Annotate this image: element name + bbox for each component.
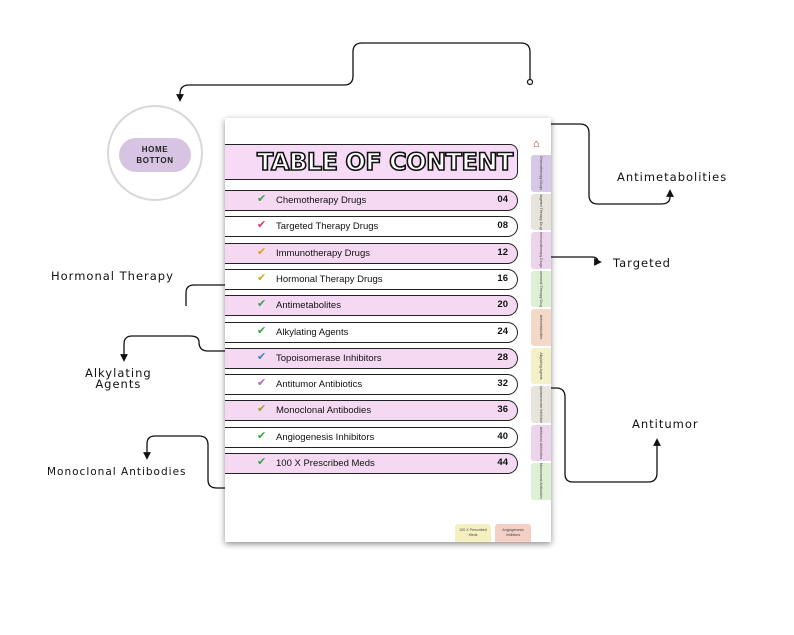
callout-hormonal-therapy: Hormonal Therapy	[51, 269, 174, 283]
toc-row-label: Chemotherapy Drugs	[276, 195, 367, 206]
toc-row[interactable]: ✔ Targeted Therapy Drugs 08	[225, 216, 518, 238]
toc-row-label: Alkylating Agents	[276, 326, 349, 338]
side-tab-label: Monoclonal Antibodies	[539, 463, 543, 500]
toc-row-label: Antitumor Antibiotics	[276, 379, 363, 391]
side-tab[interactable]: Antimetabolites	[531, 309, 551, 346]
side-tab[interactable]: Immunotherapy Drugs	[531, 232, 551, 269]
toc-row-page: 08	[497, 220, 508, 232]
side-tab[interactable]: Hormonal Therapy Drugs	[531, 270, 551, 308]
home-button[interactable]: HOME BOTTON	[119, 138, 191, 172]
toc-row[interactable]: ✔ Immunotherapy Drugs 12	[225, 242, 518, 264]
side-tab[interactable]: Alkylating Agents	[531, 347, 551, 384]
toc-row-page: 24	[497, 325, 508, 337]
side-tab-label: Immunotherapy Drugs	[539, 232, 543, 269]
side-tab[interactable]: Antitumor Antibiotics	[531, 424, 551, 461]
checkmark-icon: ✔	[257, 298, 267, 311]
toc-row-label: Topoisomerase Inhibitors	[276, 352, 382, 364]
toc-row-page: 16	[497, 272, 508, 284]
toc-row[interactable]: ✔ Chemotherapy Drugs 04	[225, 190, 518, 211]
toc-row-label: Antimetabolites	[276, 300, 341, 312]
toc-row-label: 100 X Prescribed Meds	[276, 458, 375, 469]
toc-row-page: 32	[497, 378, 508, 390]
side-tab-label: Targeted Therapy Drugs	[539, 193, 543, 231]
home-button-circle[interactable]: HOME BOTTON	[107, 105, 203, 201]
toc-row-label: Angiogenesis Inhibitors	[276, 431, 375, 443]
callout-antimetabolities: Antimetabolities	[617, 170, 728, 184]
side-tab-label: Topoisomerase Inhibitors	[539, 386, 543, 423]
side-tab[interactable]: Chemotherapy Drugs	[531, 155, 551, 192]
checkmark-icon: ✔	[257, 350, 267, 363]
checkmark-icon: ✔	[257, 219, 267, 232]
bottom-tab[interactable]: Angiogenesis Inhibitors	[495, 524, 531, 542]
checkmark-icon: ✔	[257, 429, 267, 442]
toc-row-page: 04	[497, 194, 508, 205]
toc-row-page: 28	[497, 351, 508, 363]
callout-alkylating-line1: Alkylating	[85, 366, 152, 380]
hormonal-connector	[185, 284, 229, 306]
side-tab[interactable]: Topoisomerase Inhibitors	[531, 386, 551, 423]
callout-alkylating-agents: Alkylating Agents	[85, 366, 152, 391]
toc-row-page: 20	[497, 299, 508, 311]
toc-row-page: 36	[497, 404, 508, 416]
home-connector	[176, 42, 531, 102]
side-tab-label: Antimetabolites	[539, 314, 543, 340]
callout-targeted: Targeted	[613, 256, 671, 270]
checkmark-icon: ✔	[257, 377, 267, 390]
page-title: TABLE OF CONTENT	[256, 147, 514, 177]
title-banner: TABLE OF CONTENT	[225, 144, 518, 180]
toc-row[interactable]: ✔ Hormonal Therapy Drugs 16	[225, 268, 518, 290]
side-tab-label: Chemotherapy Drugs	[539, 156, 543, 191]
side-tab[interactable]: Monoclonal Antibodies	[531, 463, 551, 500]
side-tab-label: Hormonal Therapy Drugs	[539, 270, 543, 308]
toc-row[interactable]: ✔ Antitumor Antibiotics 32	[225, 374, 518, 396]
toc-row-page: 44	[497, 457, 508, 468]
toc-row[interactable]: ✔ Angiogenesis Inhibitors 40	[225, 426, 518, 448]
table-of-content-page: TABLE OF CONTENT ✔ Chemotherapy Drugs 04 ✔ T…	[225, 118, 551, 542]
side-tab-label: Alkylating Agents	[539, 352, 543, 380]
toc-row-page: 40	[497, 430, 508, 442]
toc-row[interactable]: ✔ Alkylating Agents 24	[225, 321, 518, 343]
callout-alkylating-line2: Agents	[95, 377, 142, 391]
toc-row[interactable]: ✔ 100 X Prescribed Meds 44	[225, 453, 518, 474]
toc-row-label: Hormonal Therapy Drugs	[276, 273, 383, 285]
checkmark-icon: ✔	[257, 271, 267, 284]
toc-row-label: Immunotherapy Drugs	[276, 247, 370, 259]
home-button-label-line2: BOTTON	[136, 156, 174, 165]
side-tab[interactable]: Targeted Therapy Drugs	[531, 193, 551, 231]
toc-row[interactable]: ✔ Antimetabolites 20	[225, 295, 518, 317]
checkmark-icon: ✔	[257, 403, 267, 416]
toc-row[interactable]: ✔ Monoclonal Antibodies 36	[225, 400, 518, 422]
checkmark-icon: ✔	[257, 456, 267, 468]
home-button-label-line1: HOME	[141, 145, 169, 154]
checkmark-icon: ✔	[257, 193, 267, 205]
alkylating-connector	[120, 335, 229, 362]
toc-row-page: 12	[497, 246, 508, 258]
bottom-tab[interactable]: 100 X Prescribed Meds	[455, 524, 491, 542]
side-tab-label: Antitumor Antibiotics	[539, 426, 543, 460]
toc-row-label: Targeted Therapy Drugs	[276, 221, 379, 233]
antimetabolities-connector	[540, 123, 674, 205]
checkmark-icon: ✔	[257, 324, 267, 337]
checkmark-icon: ✔	[257, 245, 267, 258]
toc-row[interactable]: ✔ Topoisomerase Inhibitors 28	[225, 347, 518, 369]
callout-antitumor: Antitumor	[632, 417, 699, 431]
home-icon[interactable]: ⌂	[533, 138, 540, 150]
callout-monoclonal-antibodies: Monoclonal Antibodies	[47, 466, 187, 478]
toc-row-label: Monoclonal Antibodies	[276, 405, 372, 417]
